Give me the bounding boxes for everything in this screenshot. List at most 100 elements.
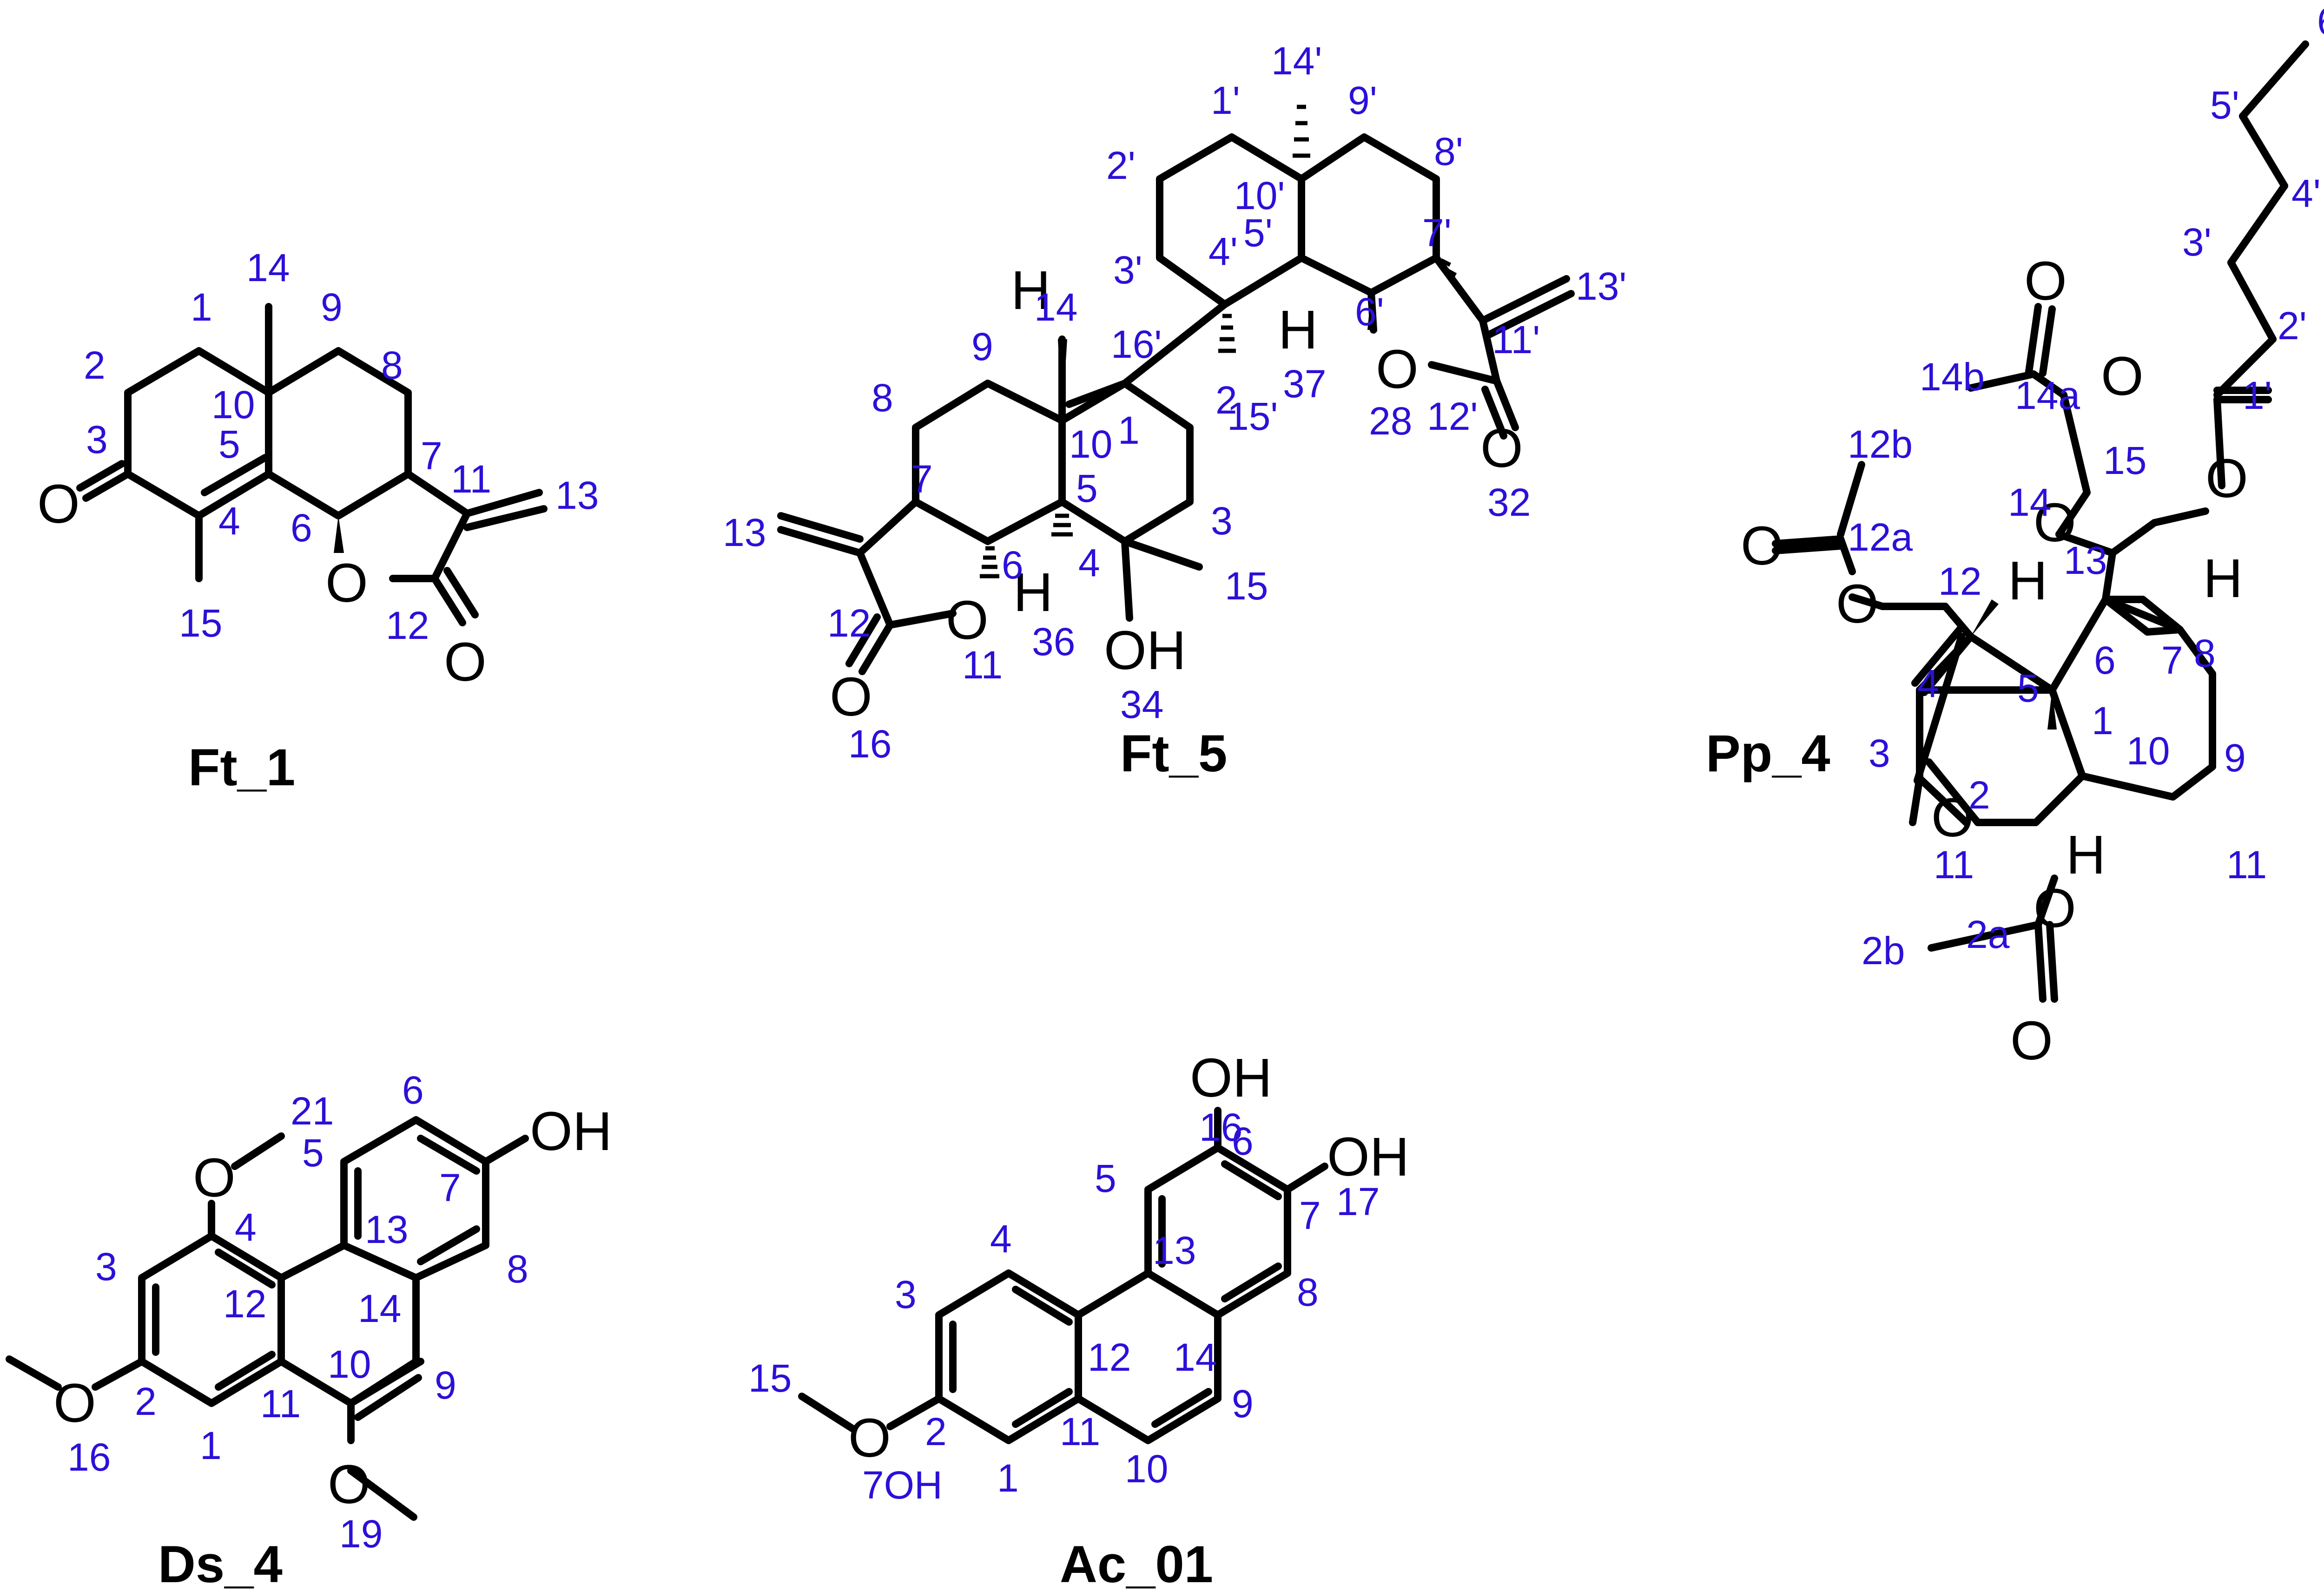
- compound-name: Ds_4: [158, 1535, 283, 1591]
- pp4-num: 11: [1934, 843, 1974, 887]
- ds4-num: 11: [260, 1382, 301, 1426]
- ft5-atom-o: O: [830, 666, 872, 728]
- pp4-num: 5: [2017, 666, 2039, 710]
- pp4-atom-labels: O O O O O O O O O H H H: [1741, 250, 2248, 1072]
- structure-ds4: OH O O O 1 2 3 4 5 6 7 8 9 10 11 12 13 1…: [6, 1068, 612, 1591]
- ft5-num: 13': [1576, 264, 1626, 308]
- ft5-num: 2: [1215, 378, 1237, 422]
- ds4-num: 5: [302, 1131, 324, 1175]
- ac01-bonds: [798, 1107, 1328, 1444]
- ft1-bonds: [76, 303, 548, 626]
- ft5-num: 16: [848, 722, 891, 766]
- pp4-atom-h: H: [2066, 824, 2106, 886]
- ft5-atom-h: H: [1013, 562, 1053, 623]
- ft1-num: 15: [179, 601, 222, 645]
- ft5-num: 6': [1355, 290, 1384, 334]
- ac01-num: 15: [748, 1356, 792, 1400]
- ft5-num: 15: [1225, 564, 1268, 608]
- ac01-num: 4: [990, 1217, 1012, 1261]
- ac01-num: 17: [1336, 1180, 1380, 1223]
- ft5-atom-oh: OH: [1104, 620, 1186, 681]
- ac01-atom-labels: OH OH O: [848, 1047, 1409, 1469]
- ft5-bonds: [777, 133, 1575, 675]
- ft1-num: 1: [191, 285, 212, 329]
- ds4-atom-o: O: [328, 1454, 370, 1515]
- pp4-num: 12: [1938, 559, 1981, 603]
- ft1-num: 4: [218, 499, 240, 543]
- structure-ac01: OH OH O 1 2 3 4 5 6 7 8 9 10 11 12 13 14…: [748, 1047, 1409, 1591]
- compound-name: Ft_5: [1120, 724, 1227, 782]
- ds4-atom-o: O: [53, 1373, 96, 1434]
- pp4-num: 6': [2317, 0, 2324, 43]
- ft5-num: 36: [1032, 620, 1075, 664]
- ft5-atom-numbers: 1 2 3 4 5 6 7 8 9 10 11 12 13 14 15 16 3…: [723, 39, 1626, 766]
- ft5-num: 3: [1211, 499, 1233, 543]
- ac01-atom-numbers: 1 2 3 4 5 6 7 8 9 10 11 12 13 14 15 16 1…: [748, 1105, 1380, 1507]
- compound-name: Ac_01: [1060, 1535, 1213, 1591]
- pp4-num: 15: [2103, 439, 2146, 482]
- ft5-num: 8': [1434, 130, 1463, 173]
- pp4-atom-o: O: [2010, 1010, 2053, 1072]
- ft5-num: 4': [1208, 230, 1238, 273]
- pp4-num: 2a: [1966, 913, 2010, 956]
- ft1-num: 13: [555, 473, 599, 517]
- ds4-num: 9: [435, 1363, 456, 1407]
- ft5-num: 14: [1034, 285, 1077, 329]
- pp4-atom-o: O: [2034, 878, 2076, 939]
- ds4-num: 12: [223, 1282, 266, 1326]
- ft5-num: 11': [1492, 318, 1540, 362]
- pp4-num: 8: [2194, 631, 2216, 675]
- pp4-num: 4: [1917, 662, 1939, 705]
- pp4-num: 7: [2161, 638, 2183, 682]
- pp4-atom-o: O: [2024, 250, 2067, 312]
- pp4-atom-numbers: 1 2 3 4 5 6 7 8 9 10 11 11 12 13 14 15 1…: [1848, 0, 2324, 973]
- ds4-num: 10: [328, 1342, 371, 1386]
- pp4-num: 14a: [2015, 374, 2080, 417]
- pp4-num: 2': [2278, 304, 2307, 348]
- ft5-num: 37: [1283, 362, 1326, 406]
- ft1-num: 8: [381, 343, 403, 387]
- pp4-num: 1': [2243, 374, 2272, 417]
- ds4-num: 4: [235, 1205, 257, 1249]
- pp4-atom-o: O: [1931, 787, 1974, 848]
- pp4-num: 1: [2092, 699, 2113, 743]
- ft1-atom-o: O: [37, 473, 80, 535]
- ds4-atom-o: O: [193, 1147, 236, 1209]
- ac01-num: 7: [1299, 1194, 1321, 1237]
- ac01-atom-oh: OH: [1327, 1126, 1409, 1188]
- ac01-num: 13: [1153, 1229, 1196, 1272]
- ft5-num: 34: [1120, 683, 1163, 726]
- ft1-num: 12: [386, 604, 429, 647]
- ft1-atom-o: O: [444, 631, 487, 693]
- ft5-num: 14': [1271, 39, 1322, 83]
- pp4-num: 2b: [1862, 929, 1905, 973]
- ds4-atom-labels: OH O O O: [53, 1101, 612, 1515]
- pp4-num: 10: [2126, 729, 2170, 773]
- ft1-atom-numbers: 1 2 3 4 5 6 7 8 9 10 11 12 13 14 15: [84, 246, 599, 647]
- ft5-num: 9: [971, 325, 993, 368]
- ft1-num: 9: [321, 285, 343, 329]
- structure-ft1: O O O 1 2 3 4 5 6 7 8 9 10 11 12 13 14 1…: [37, 246, 599, 796]
- ft5-num: 8: [872, 376, 893, 420]
- ft1-atom-o: O: [325, 552, 368, 614]
- pp4-atom-h: H: [2008, 550, 2047, 611]
- ac01-num: 5: [1095, 1157, 1116, 1200]
- ds4-atom-numbers: 1 2 3 4 5 6 7 8 9 10 11 12 13 14 16 19 2…: [67, 1068, 528, 1556]
- ft5-num: 11: [962, 643, 1003, 687]
- ac01-num: 6: [1232, 1119, 1254, 1163]
- ft5-num: 32: [1487, 480, 1531, 524]
- ft1-num: 14: [246, 246, 290, 289]
- ac01-num: 8: [1297, 1270, 1319, 1314]
- pp4-num: 11: [2226, 843, 2267, 887]
- ac01-num: 9: [1232, 1382, 1254, 1426]
- ft5-num: 6: [1002, 543, 1023, 587]
- pp4-num: 3': [2182, 220, 2212, 264]
- ft5-atom-o: O: [1480, 418, 1523, 479]
- ft5-num: 3': [1113, 248, 1142, 292]
- ft5-num: 13: [723, 511, 766, 554]
- ft5-num: 7': [1422, 211, 1452, 255]
- ft5-num: 7: [911, 457, 933, 501]
- ds4-num: 16: [67, 1435, 111, 1479]
- structure-ft5: H H H OH O O O O 1 2 3 4 5 6 7 8 9 10 11…: [723, 39, 1626, 782]
- ds4-num: 2: [135, 1380, 157, 1423]
